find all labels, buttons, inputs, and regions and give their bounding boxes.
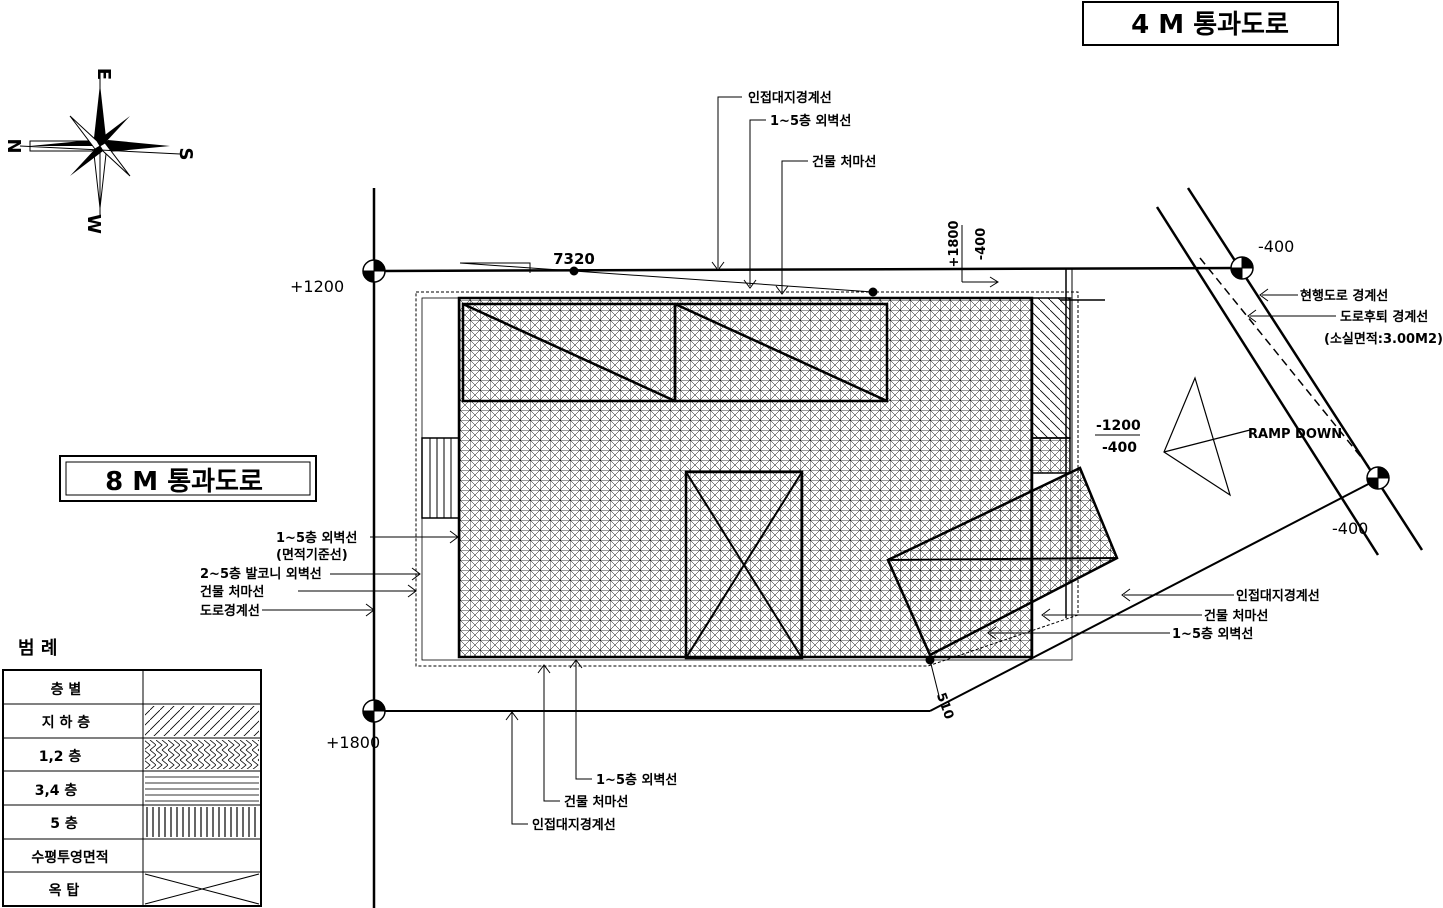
label-left-1: 1~5층 외벽선 — [276, 530, 357, 546]
label-right-top-2: 도로후퇴 경계선 — [1340, 309, 1428, 325]
label-right-bottom-2: 건물 처마선 — [1204, 608, 1268, 624]
building-footprint — [421, 296, 1119, 660]
legend-title: 범 례 — [18, 638, 57, 659]
label-right-bottom-3: 1~5층 외벽선 — [1172, 626, 1253, 642]
level-e: +1800 — [947, 220, 962, 267]
level-f: -400 — [974, 228, 989, 261]
legend-row-4: 5 층 — [50, 816, 78, 832]
label-bottom-1: 1~5층 외벽선 — [596, 772, 677, 788]
leaders-left — [262, 530, 459, 617]
label-left-2: (면적기준선) — [276, 547, 348, 563]
legend-row-5: 수평투영면적 — [31, 849, 108, 866]
legend-row-1: 지 하 층 — [42, 714, 91, 731]
label-right-top-3: (소실면적:3.00M2) — [1324, 331, 1443, 347]
ramp-label: RAMP DOWN — [1248, 427, 1342, 442]
benchmark-markers — [362, 256, 1390, 723]
dim-top: 7320 — [553, 250, 595, 268]
label-right-top-1: 현행도로 경계선 — [1300, 288, 1388, 304]
compass-rose-icon — [19, 76, 181, 216]
compass-north-label: N — [3, 138, 24, 153]
level-b: +1800 — [326, 733, 380, 752]
ramp-symbol — [1163, 376, 1251, 497]
level-h: -400 — [1102, 440, 1137, 456]
legend-table — [2, 669, 262, 907]
eave-outline — [415, 291, 1079, 667]
road-label-left: 8 M 통과도로 — [105, 467, 263, 497]
dim-corner: 510 — [933, 691, 956, 722]
label-bottom-2: 건물 처마선 — [564, 794, 628, 810]
level-d: -400 — [1332, 519, 1368, 538]
label-left-5: 도로경계선 — [200, 603, 260, 619]
label-right-bottom-1: 인접대지경계선 — [1236, 588, 1320, 604]
leaders-right-top — [1247, 288, 1336, 323]
level-c: -400 — [1258, 237, 1294, 256]
dimension-lines — [459, 225, 999, 701]
label-left-4: 건물 처마선 — [200, 584, 264, 600]
road-label-top-box: 4 M 통과도로 — [1082, 1, 1339, 46]
leaders-top — [711, 96, 808, 295]
compass-south-label: S — [175, 148, 196, 161]
leaders-right-bottom — [987, 588, 1234, 640]
label-top-2: 1~5층 외벽선 — [770, 113, 851, 129]
label-top-1: 인접대지경계선 — [748, 90, 832, 106]
label-top-3: 건물 처마선 — [812, 154, 876, 170]
label-bottom-3: 인접대지경계선 — [532, 817, 616, 833]
legend-row-0: 층 별 — [51, 681, 82, 698]
legend-row-2: 1,2 층 — [39, 749, 82, 765]
legend-row-6: 옥 탑 — [49, 883, 80, 899]
level-a: +1200 — [290, 277, 344, 296]
legend-row-3: 3,4 층 — [35, 783, 78, 799]
compass-west-label: W — [83, 214, 104, 234]
level-g: -1200 — [1096, 418, 1141, 434]
road-label-left-box: 8 M 통과도로 — [59, 455, 317, 502]
leaders-bottom — [505, 659, 592, 825]
label-left-3: 2~5층 발코니 외벽선 — [200, 566, 322, 582]
road-label-top: 4 M 통과도로 — [1131, 10, 1289, 40]
compass-east-label: E — [93, 68, 114, 80]
